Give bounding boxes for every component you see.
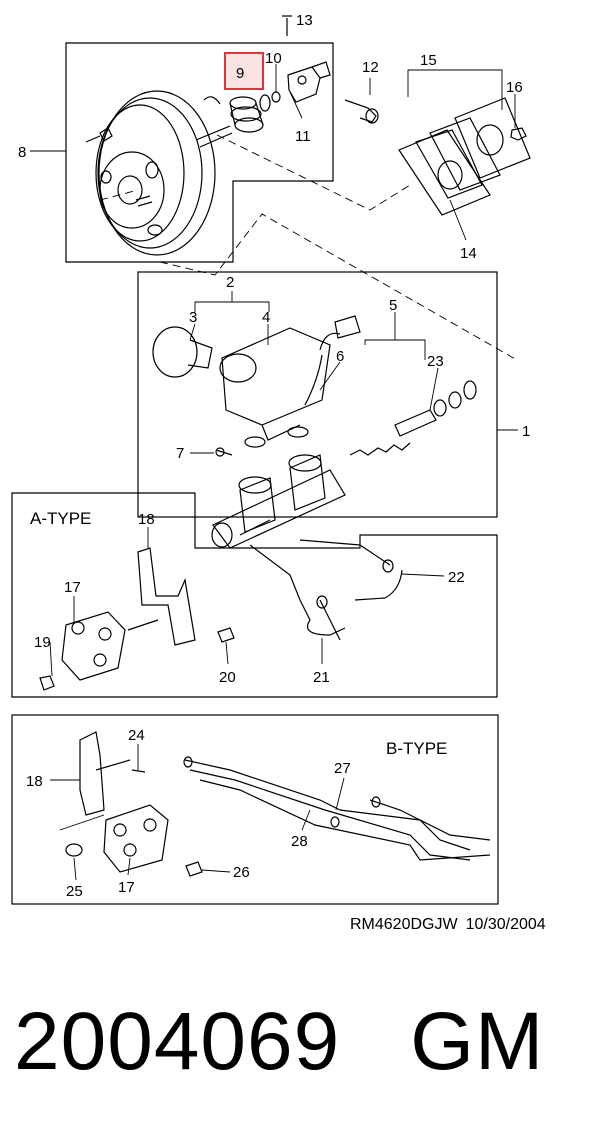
callout-12: 12: [362, 59, 379, 76]
clevis: [287, 61, 331, 103]
gasket-set: [398, 97, 531, 216]
callout-8: 8: [18, 144, 26, 161]
callout-23: 23: [427, 353, 444, 370]
callout-26: 26: [233, 864, 250, 881]
level-sensor: [304, 315, 361, 406]
booster-frame: [65, 42, 334, 263]
brake-lines-a: [249, 539, 403, 641]
callout-3: 3: [189, 309, 197, 326]
callout-27: 27: [334, 760, 351, 777]
brake-lines-b: [183, 756, 491, 861]
callout-21: 21: [313, 669, 330, 686]
bolt: [282, 15, 292, 36]
a-type-label: A-TYPE: [30, 509, 91, 528]
callout-28: 28: [291, 833, 308, 850]
piston-assembly: [349, 380, 477, 456]
master-cylinder-frame: [137, 271, 498, 518]
callout-13: 13: [296, 12, 313, 29]
callout-19: 19: [34, 634, 51, 651]
callout-18-b: 18: [26, 773, 43, 790]
callout-2: 2: [226, 274, 234, 291]
brand-name: GM: [410, 996, 545, 1087]
callout-15: 15: [420, 52, 437, 69]
callout-14: 14: [460, 245, 477, 262]
callout-7: 7: [176, 445, 184, 462]
b-type-label: B-TYPE: [386, 739, 447, 758]
master-cylinder-body: [211, 454, 346, 549]
callout-9[interactable]: 9: [236, 65, 244, 82]
callout-10: 10: [265, 50, 282, 67]
proportioning-valve-b: [65, 731, 203, 877]
callout-24: 24: [128, 727, 145, 744]
reservoir: [219, 327, 331, 441]
callout-11: 11: [295, 128, 311, 145]
part-number-line: 2004069 GM: [14, 992, 544, 1092]
nut: [510, 127, 527, 141]
callout-17-a: 17: [64, 579, 81, 596]
callout-4: 4: [262, 309, 270, 326]
a-type-frame: [11, 492, 498, 698]
callout-25: 25: [66, 883, 83, 900]
callout-22: 22: [448, 569, 465, 586]
drawing-date: 10/30/2004: [465, 916, 546, 933]
callout-5: 5: [389, 297, 397, 314]
clevis-pin: [344, 99, 379, 124]
grommets: [215, 426, 309, 457]
drawing-code-id: RM4620DGJW: [350, 916, 458, 933]
b-type-frame: [11, 714, 499, 905]
callout-20: 20: [219, 669, 236, 686]
part-number: 2004069: [14, 996, 341, 1087]
push-rod-seal: [229, 91, 281, 133]
callout-18-a: 18: [138, 511, 155, 528]
brake-booster: [85, 90, 233, 256]
callout-17-b: 17: [118, 879, 135, 896]
highlight-box-9: [224, 52, 264, 90]
callout-6: 6: [336, 348, 344, 365]
proportioning-valve-a: [39, 547, 235, 691]
callout-16: 16: [506, 79, 523, 96]
callout-1: 1: [522, 423, 530, 440]
drawing-code: RM4620DGJW 10/30/2004: [350, 916, 554, 934]
brake-master-cylinder-diagram: 13 10 9 12 15 16 11 8 14 2 3 4 5 6 23 1 …: [11, 12, 531, 905]
reservoir-cap: [152, 326, 213, 378]
